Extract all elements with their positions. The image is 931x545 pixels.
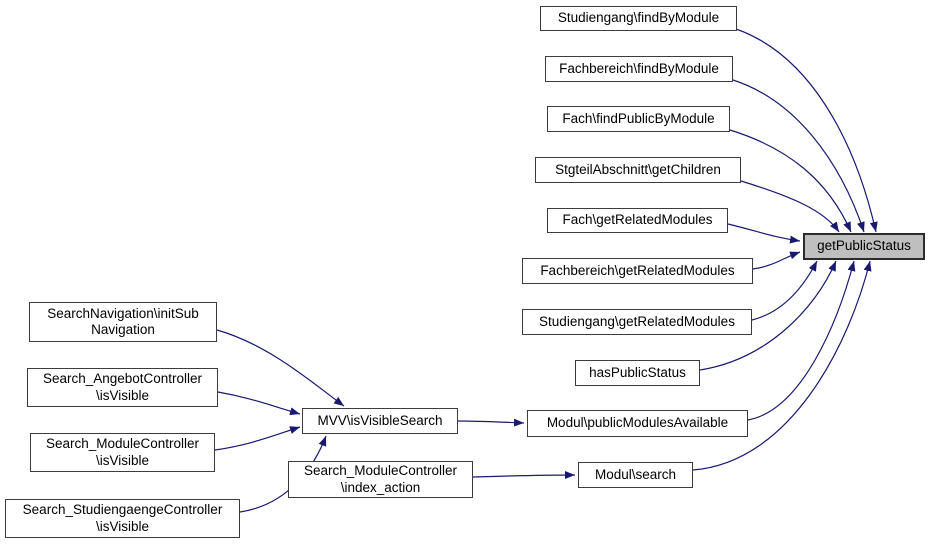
- edge-fach-getRelatedModules-to-getPublicStatus: [727, 223, 801, 244]
- node-modul-publicModulesAvailable[interactable]: Modul\publicModulesAvailable: [527, 410, 748, 437]
- node-search-moduleController-index-action[interactable]: Search_ModuleController \index_action: [288, 461, 473, 498]
- node-stgteilabschnitt-getChildren[interactable]: StgteilAbschnitt\getChildren: [535, 157, 741, 183]
- node-mvv-isVisibleSearch[interactable]: MVV\isVisibleSearch: [302, 408, 458, 434]
- edge-search-moduleController-index-action-to-modul-search: [472, 471, 576, 480]
- node-fach-findPublicByModule[interactable]: Fach\findPublicByModule: [547, 106, 730, 132]
- edge-hasPublicStatus-to-getPublicStatus: [699, 260, 837, 371]
- node-search-angebotController-isVisible[interactable]: Search_AngebotController \isVisible: [27, 368, 218, 407]
- node-modul-search[interactable]: Modul\search: [578, 462, 693, 488]
- node-studiengang-findByModule[interactable]: Studiengang\findByModule: [540, 6, 737, 31]
- node-searchNavigation-initSubNavigation[interactable]: SearchNavigation\initSub Navigation: [29, 302, 217, 342]
- node-hasPublicStatus[interactable]: hasPublicStatus: [575, 360, 700, 386]
- node-fachbereich-findByModule[interactable]: Fachbereich\findByModule: [545, 56, 733, 82]
- edge-fachbereich-findByModule-to-getPublicStatus: [732, 79, 865, 233]
- edge-modul-publicModulesAvailable-to-getPublicStatus: [747, 260, 856, 421]
- edge-mvv-isVisibleSearch-to-modul-publicModulesAvailable: [457, 418, 525, 427]
- edge-studiengang-getRelatedModules-to-getPublicStatus: [751, 260, 818, 321]
- edge-search-moduleController-isVisible-to-mvv-isVisibleSearch: [214, 426, 301, 451]
- edge-searchNavigation-initSubNavigation-to-mvv-isVisibleSearch: [216, 329, 345, 407]
- edge-search-angebotController-isVisible-to-mvv-isVisibleSearch: [217, 391, 301, 416]
- edge-stgteilabschnitt-getChildren-to-getPublicStatus: [740, 180, 840, 233]
- node-search-moduleController-isVisible[interactable]: Search_ModuleController \isVisible: [30, 433, 215, 472]
- edge-fachbereich-getRelatedModules-to-getPublicStatus: [752, 251, 801, 270]
- edge-modul-search-to-getPublicStatus: [692, 260, 872, 471]
- node-search-studiengaengeController-isVisible[interactable]: Search_StudiengaengeController \isVisibl…: [5, 499, 240, 538]
- node-fachbereich-getRelatedModules[interactable]: Fachbereich\getRelatedModules: [522, 258, 753, 284]
- edge-studiengang-findByModule-to-getPublicStatus: [735, 28, 878, 233]
- edge-fach-findPublicByModule-to-getPublicStatus: [729, 129, 852, 233]
- node-fach-getRelatedModules[interactable]: Fach\getRelatedModules: [547, 208, 728, 233]
- node-studiengang-getRelatedModules[interactable]: Studiengang\getRelatedModules: [522, 309, 752, 335]
- node-getPublicStatus: getPublicStatus: [803, 233, 925, 260]
